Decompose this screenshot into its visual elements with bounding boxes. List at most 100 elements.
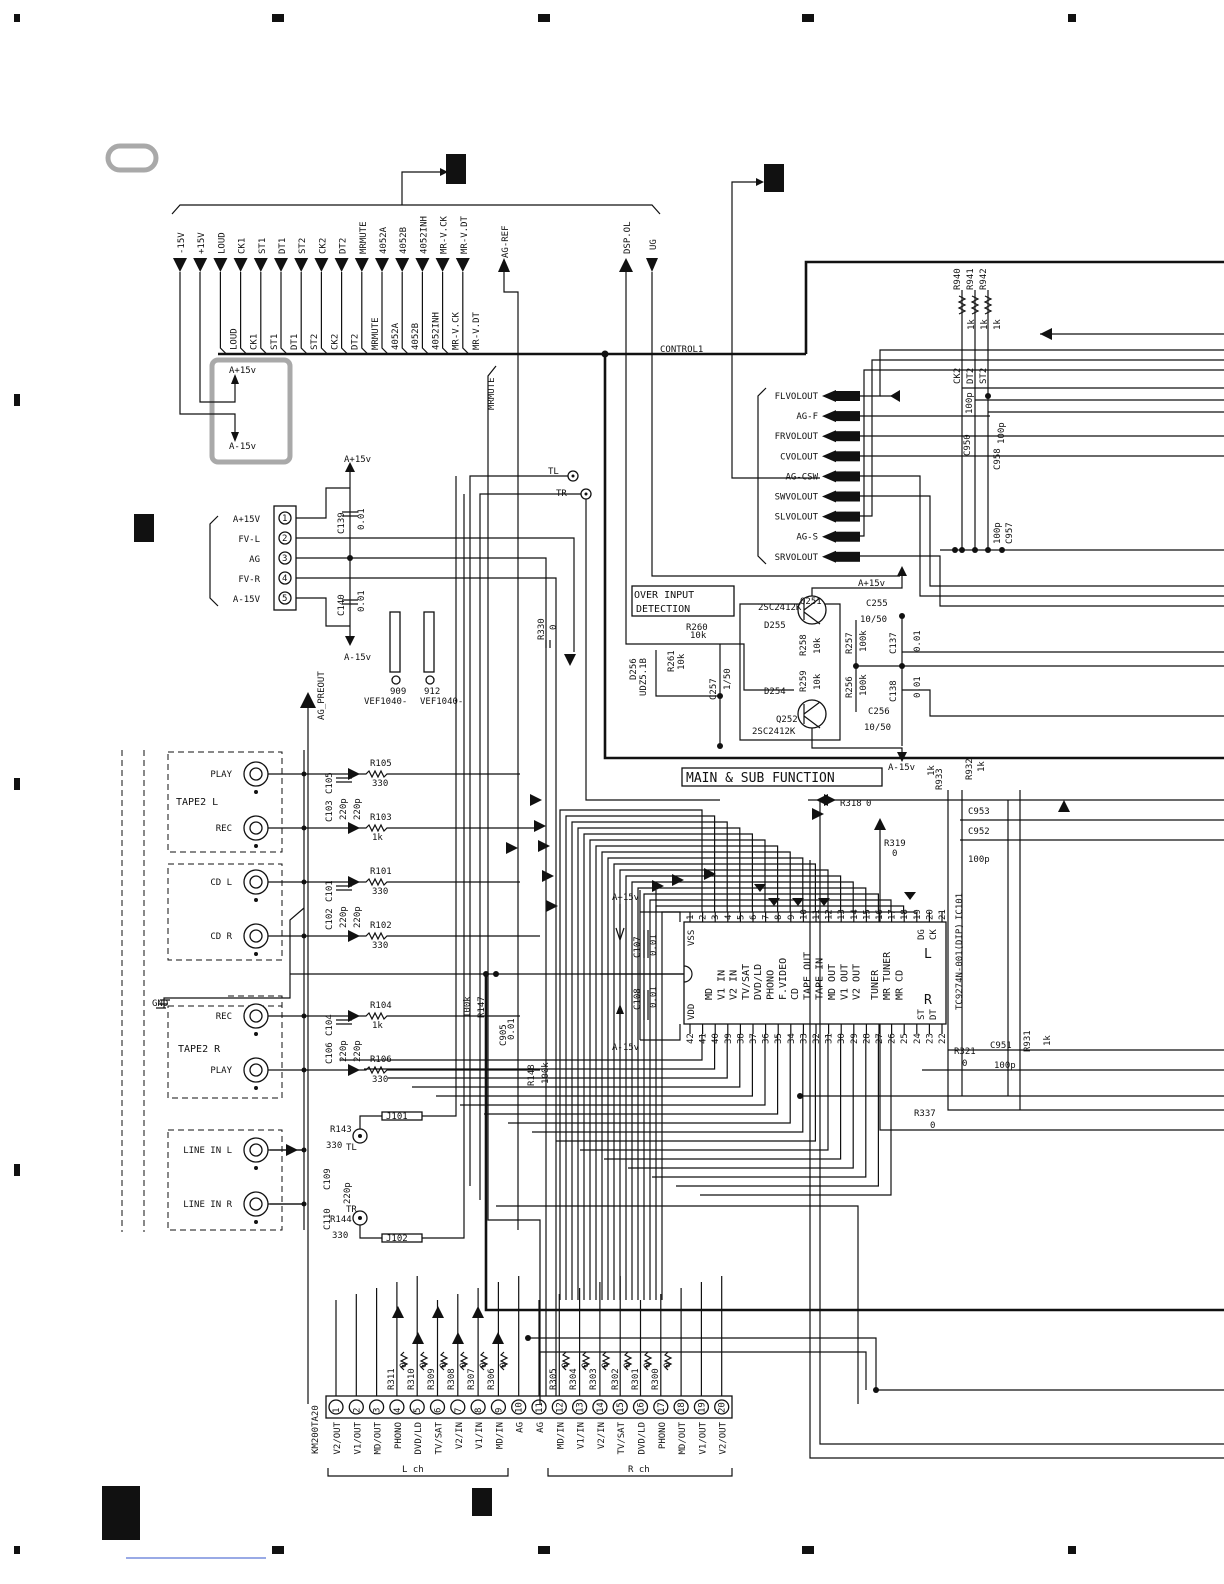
r143-label: R143 [330, 1125, 352, 1135]
top-pin-arrow [253, 258, 268, 272]
bottom-resistor-symbol [663, 1351, 673, 1371]
right-resistor-label: R942 [979, 268, 989, 290]
c951-label: C951 [990, 1041, 1012, 1051]
input-resistor-label: R106 [370, 1055, 392, 1065]
input-resistor-value: 330 [372, 887, 388, 897]
input-cap-value: 220p [339, 906, 349, 928]
ic-bottom-pin-number: 40 [711, 1033, 721, 1044]
top-pin-label: 4052INH [419, 216, 429, 254]
power-pin-circle [278, 591, 292, 605]
ug-wire [651, 272, 900, 577]
right-resistor-symbol [970, 295, 980, 315]
ic-bottom-pin-number: 36 [762, 1033, 772, 1044]
ic-output-wire [460, 1034, 766, 1106]
bottom-resistor-symbol [499, 1351, 509, 1371]
rca-jack-ground [254, 1166, 258, 1170]
right-output-labels: FLVOLOUTAG-FFRVOLOUTCVOLOUTAG-CSWSWVOLOU… [775, 390, 860, 563]
over-input-title-1: OVER INPUT [634, 590, 694, 601]
rca-jack-inner [249, 1197, 263, 1211]
top-connector [171, 168, 820, 479]
rca-jack-ground [254, 1220, 258, 1224]
ic-channel-r: R [924, 993, 932, 1008]
top-pin-label: MRMUTE [359, 221, 369, 254]
ic-top-pin-number: 15 [862, 909, 872, 920]
power-pin-label: A+15V [233, 515, 261, 525]
signal-arrow-down [792, 898, 804, 906]
rca-jack-ground [254, 1086, 258, 1090]
top-pin-wire [361, 272, 369, 355]
top-pin-arrow [455, 258, 470, 272]
bottom-resistor-label: R311 [387, 1368, 397, 1390]
bottom-pin-number: 6 [434, 1408, 444, 1413]
ic-bottom-pin-number: 34 [787, 1033, 797, 1044]
bottom-resistor-symbol [479, 1351, 489, 1371]
c138-label: C138 [889, 680, 899, 702]
c140-label: C140 [337, 594, 347, 616]
bottom-resistor-label: R310 [407, 1368, 417, 1390]
rca-jack-label: PLAY [210, 1066, 232, 1076]
rca-jack-inner [249, 875, 263, 889]
right-output-arrow [822, 490, 836, 503]
right-output-arrow [822, 450, 836, 463]
r319-value: 0 [892, 849, 897, 859]
ag-preout-arrow [300, 692, 316, 708]
power-pin-circle [278, 571, 292, 585]
top-pin-arrow [375, 258, 389, 272]
control1-label: CONTROL1 [660, 345, 703, 355]
ic-top-pin-number: 6 [749, 915, 759, 920]
top-pin-label: CK2 [318, 238, 328, 254]
top-wire-label: ST1 [270, 334, 280, 350]
ic-bottom-pin-number: 23 [925, 1033, 935, 1044]
bottom-pin-number: 4 [393, 1408, 403, 1413]
ic-top-pin-number: 1 [686, 915, 696, 920]
ug-label: UG [649, 239, 659, 250]
ic101-body [683, 921, 947, 1025]
ic-top-pin-number: 7 [762, 915, 772, 920]
top-pin-wire [240, 272, 248, 355]
input-signal-arrow [348, 876, 360, 888]
signal-arrow [812, 808, 824, 820]
top-pin-label: 4052A [379, 226, 389, 254]
ic-name: IC101 [955, 893, 965, 920]
r931-value: 1k [1043, 1035, 1053, 1046]
bottom-pin-number: 16 [637, 1402, 647, 1413]
bottom-resistor-label: R306 [487, 1368, 497, 1390]
r261-value: 10k [677, 653, 687, 670]
top-pin-label: 4052B [399, 227, 409, 254]
input-resistor [304, 1011, 520, 1021]
ic-top-pin-number: 5 [736, 915, 746, 920]
bottom-resistor-symbol [581, 1351, 591, 1371]
ic-input-label: DVD/LD [753, 964, 764, 1000]
top-pin-wire [381, 272, 389, 355]
ic-top-pin-number: 16 [875, 909, 885, 920]
top-pin-label: CK1 [238, 238, 248, 254]
top-pin-wire [280, 272, 288, 355]
bottom-pin-circle [673, 1399, 689, 1415]
ic-st-label: ST [917, 1009, 927, 1020]
top-pin-arrow [173, 258, 187, 272]
input-resistor-value: 1k [372, 1021, 383, 1031]
r933-label: R933 [935, 768, 945, 790]
ic-input-label: CD [790, 988, 801, 1000]
rca-jack-inner [249, 929, 263, 943]
r337-label: R337 [914, 1109, 936, 1119]
top-pin-wire [421, 272, 429, 355]
bottom-pin-label: AG [516, 1422, 526, 1433]
signal-arrow-down [904, 892, 916, 900]
right-output-label: CVOLOUT [780, 452, 819, 462]
signal-arrow [704, 868, 716, 880]
line-in-tr: TR [346, 1205, 357, 1215]
rca-jack-ground [254, 898, 258, 902]
r144-value: 330 [332, 1231, 348, 1241]
bottom-pin-label: V2/IN [455, 1422, 465, 1449]
ic-input-label: TAPE OUT [802, 952, 813, 1000]
ic-input-label: MR TUNER [882, 951, 893, 1000]
signal-arrow [538, 840, 550, 852]
bottom-resistor-label: R303 [589, 1368, 599, 1390]
c107-value: 0.01 [649, 934, 659, 956]
c256-value: 10/50 [864, 723, 891, 733]
bottom-pin-circle [328, 1399, 344, 1415]
ic-top-pin-number: 19 [913, 909, 923, 920]
rca-jack-ground [254, 844, 258, 848]
